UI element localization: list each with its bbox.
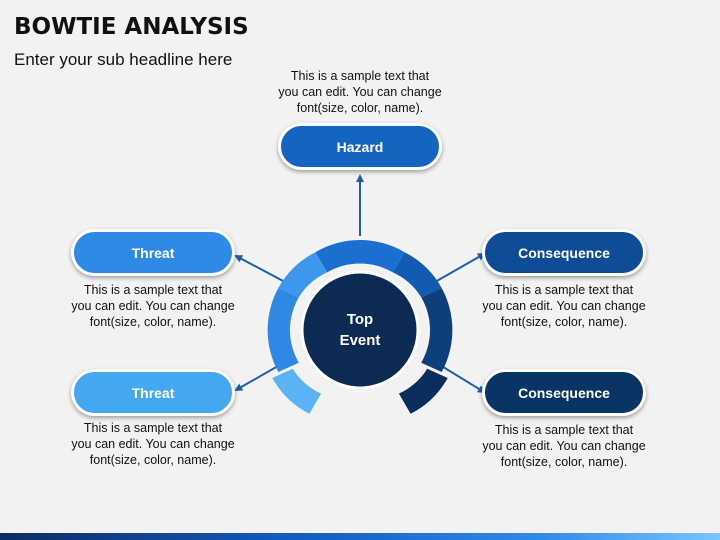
threat-description-top: This is a sample text that you can edit.…	[58, 282, 248, 330]
hazard-text-line: font(size, color, name).	[296, 101, 424, 115]
consequence-text-line: you can edit. You can change	[482, 299, 646, 313]
hazard-box[interactable]: Hazard	[278, 123, 442, 170]
threat-text-line: font(size, color, name).	[89, 453, 217, 467]
ring-segment-lower-left	[272, 368, 322, 414]
footer-gradient-bar	[0, 533, 720, 540]
hazard-label: Hazard	[336, 138, 384, 155]
threat-box-top[interactable]: Threat	[71, 229, 235, 276]
arrow-to-threat-top	[234, 255, 286, 283]
top-event-line1: Top	[346, 311, 374, 328]
ring-segment-left	[267, 288, 299, 372]
consequence-description-top: This is a sample text that you can edit.…	[469, 282, 659, 330]
top-event-label: Top Event	[300, 270, 420, 390]
ring-segment-top	[315, 240, 405, 273]
consequence-text-line: This is a sample text that	[494, 423, 634, 437]
page-subtitle: Enter your sub headline here	[14, 50, 233, 69]
consequence-label: Consequence	[518, 244, 610, 261]
consequence-box-top[interactable]: Consequence	[482, 229, 646, 276]
hazard-text-line: you can edit. You can change	[278, 85, 442, 99]
ring-segment-upper-right	[392, 252, 442, 298]
threat-text-line: you can edit. You can change	[71, 437, 235, 451]
threat-text-line: This is a sample text that	[83, 421, 223, 435]
hazard-description: This is a sample text that you can edit.…	[265, 68, 455, 116]
top-event-circle	[300, 270, 420, 390]
threat-description-bottom: This is a sample text that you can edit.…	[58, 420, 248, 468]
consequence-text-line: you can edit. You can change	[482, 439, 646, 453]
consequence-text-line: This is a sample text that	[494, 283, 634, 297]
threat-text-line: you can edit. You can change	[71, 299, 235, 313]
ring-segment-upper-left	[278, 252, 328, 298]
consequence-text-line: font(size, color, name).	[500, 315, 628, 329]
consequence-text-line: font(size, color, name).	[500, 455, 628, 469]
ring-segment-right	[421, 288, 453, 372]
top-event-line2: Event	[339, 332, 381, 349]
threat-text-line: font(size, color, name).	[89, 315, 217, 329]
threat-box-bottom[interactable]: Threat	[71, 369, 235, 416]
hazard-text-line: This is a sample text that	[290, 69, 430, 83]
page-title: BOWTIE ANALYSIS	[14, 14, 249, 40]
consequence-label: Consequence	[518, 384, 610, 401]
consequence-box-bottom[interactable]: Consequence	[482, 369, 646, 416]
threat-label: Threat	[131, 244, 175, 261]
threat-label: Threat	[131, 384, 175, 401]
consequence-description-bottom: This is a sample text that you can edit.…	[469, 422, 659, 470]
arrow-to-consequence-top	[434, 253, 486, 283]
ring-segment-lower-right	[398, 368, 448, 414]
threat-text-line: This is a sample text that	[83, 283, 223, 297]
